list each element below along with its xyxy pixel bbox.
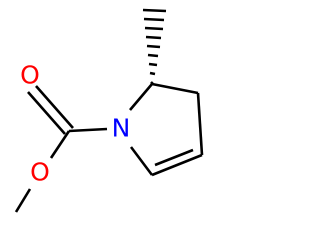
molecule-canvas: O O N — [14, 8, 204, 213]
hash-line — [145, 35, 162, 40]
molecule-structure: O O N — [14, 8, 204, 213]
ring-bond-c5-n — [129, 146, 154, 176]
ring-nitrogen-label: N — [112, 114, 131, 143]
stereo-hash-wedge — [142, 8, 167, 85]
ring-double-bond-c4-c5-outer — [151, 153, 203, 177]
ring-bond-n-c2 — [129, 83, 153, 111]
ring-bond-c3-c4 — [196, 92, 204, 156]
hash-line — [143, 17, 165, 22]
hash-line — [142, 8, 167, 13]
hash-line — [146, 44, 161, 49]
hash-line — [147, 53, 159, 58]
carbonyl-to-ester-oxygen-bond — [49, 130, 71, 159]
carbonyl-double-bond-line-1 — [35, 85, 74, 129]
hash-line — [150, 81, 154, 85]
ester-oxygen-label: O — [30, 158, 50, 187]
ester-oxygen-to-methyl-bond — [14, 188, 32, 213]
atom-labels: O O N — [20, 61, 130, 187]
hash-line — [148, 62, 158, 67]
bond-group — [14, 82, 204, 213]
carbonyl-double-bond-line-2 — [27, 91, 66, 135]
carbonyl-to-nitrogen-bond — [68, 127, 108, 133]
ring-double-bond-c4-c5-inner — [154, 148, 194, 167]
ring-bond-c2-c3 — [151, 82, 199, 95]
hash-line — [149, 71, 156, 76]
carbonyl-oxygen-label: O — [20, 61, 40, 90]
hash-line — [144, 26, 164, 31]
